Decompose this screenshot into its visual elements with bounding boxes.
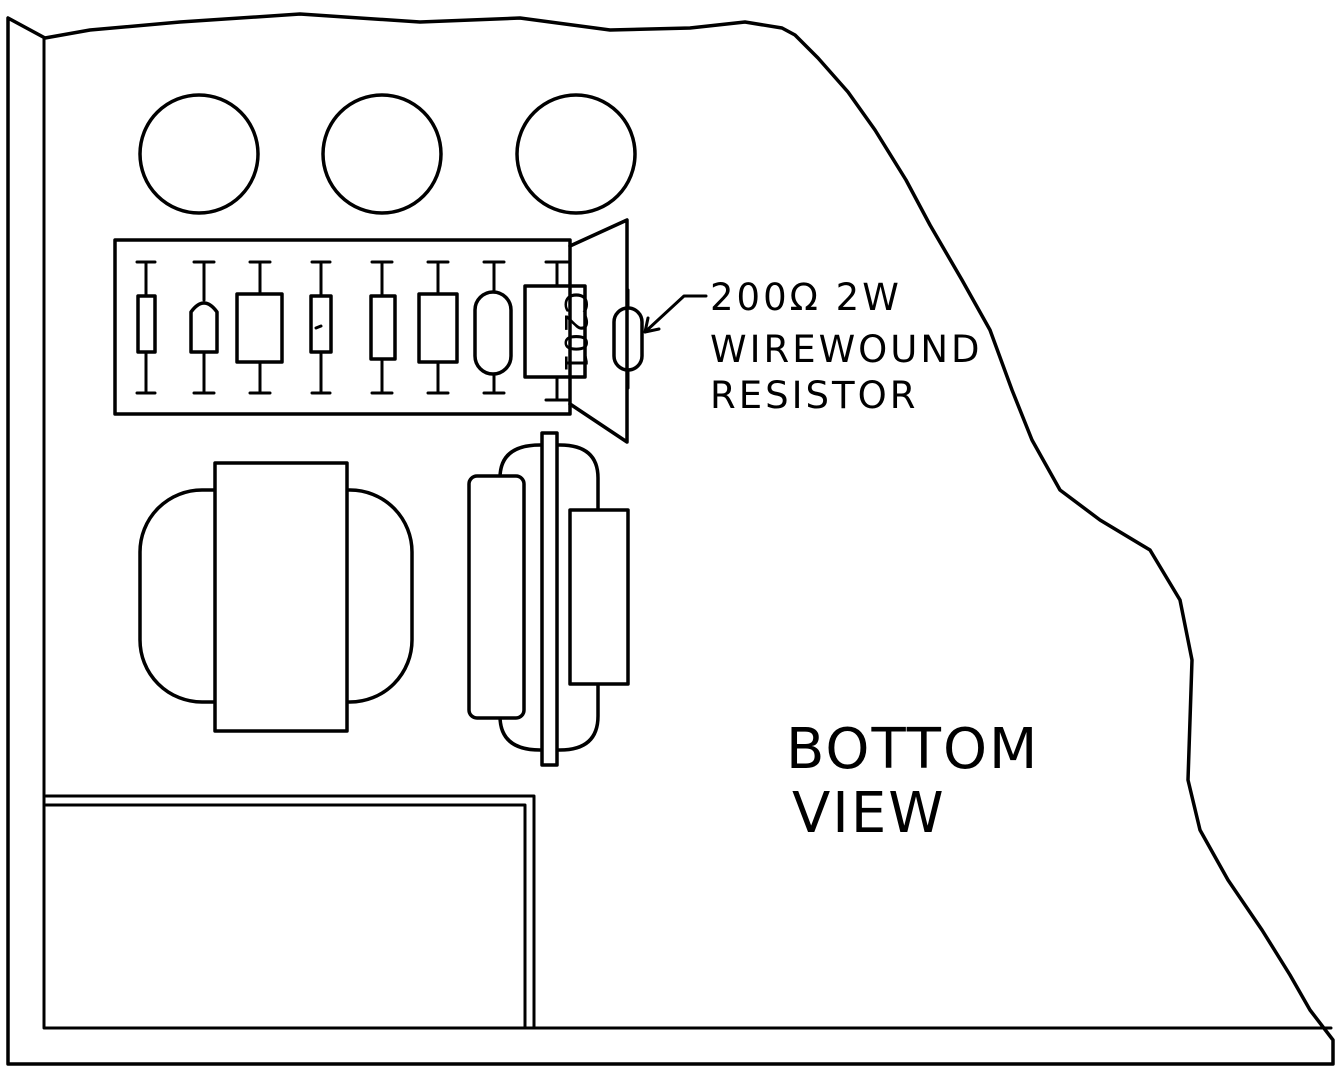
resistor — [473, 260, 513, 395]
power-transformer — [138, 461, 414, 733]
resistor — [235, 260, 284, 395]
choke — [467, 431, 630, 767]
socket-hole — [138, 93, 260, 215]
view-label: BOTTOM VIEW — [786, 717, 1039, 846]
enlargement-callout — [568, 218, 629, 444]
terminal-board — [113, 238, 572, 416]
socket-holes — [138, 93, 637, 215]
resistor — [135, 260, 157, 395]
view-label-line-1: BOTTOM — [786, 717, 1039, 782]
view-label-line-2: VIEW — [792, 781, 946, 846]
capacitor-c201: C201 — [523, 260, 593, 402]
callout-line-1: 200Ω 2W — [710, 276, 902, 319]
resistor — [369, 260, 397, 395]
leader-arrow — [643, 294, 708, 334]
socket-hole — [515, 93, 637, 215]
resistor-callout-label: 200Ω 2W WIREWOUND RESISTOR — [710, 276, 983, 417]
socket-hole — [321, 93, 443, 215]
capacitor-designator: C201 — [557, 292, 593, 373]
chassis-outline — [6, 12, 1335, 1066]
callout-line-2: WIREWOUND — [710, 328, 983, 371]
bottom-panel — [44, 794, 536, 1030]
callout-line-3: RESISTOR — [710, 374, 918, 417]
resistor — [189, 260, 219, 395]
wirewound-resistor — [612, 288, 644, 390]
resistor — [309, 260, 333, 395]
resistor — [417, 260, 459, 395]
resistor-row: C201 — [135, 260, 593, 402]
